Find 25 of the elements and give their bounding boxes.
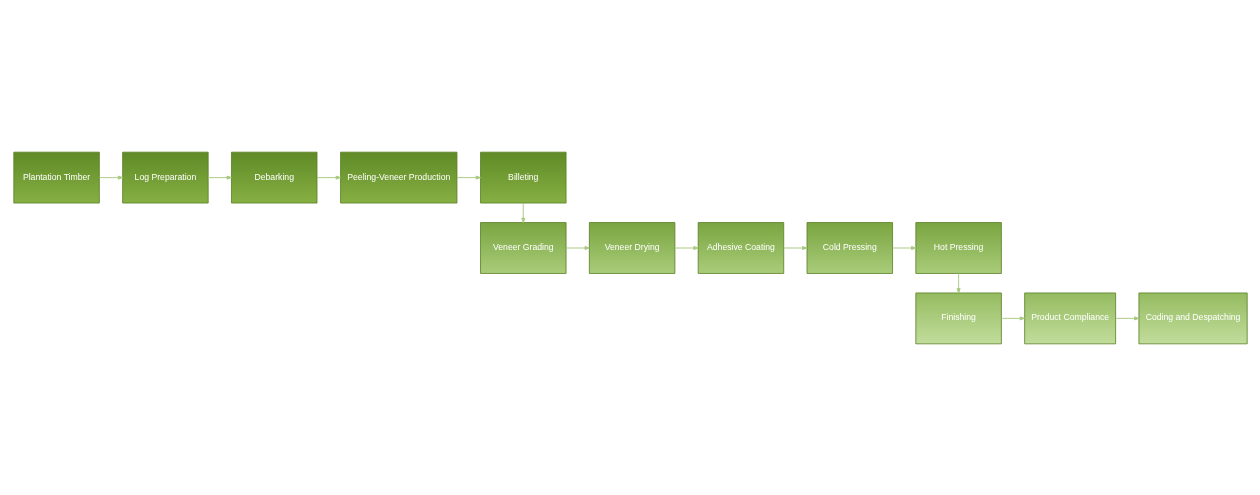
node-box: Veneer Grading [479,221,566,274]
node-box: Coding and Despatching [1138,292,1248,344]
node-box: Billeting [479,151,566,203]
arrow [207,175,232,180]
arrow [674,245,699,250]
node-box: Debarking [230,151,317,203]
node-box: Hot Pressing [914,221,1002,274]
arrow [456,175,481,180]
arrow [782,245,807,250]
node-box: Peeling-Veneer Production [339,151,457,203]
node-box: Product Compliance [1023,292,1116,344]
node-box: Adhesive Coating [697,221,784,274]
arrow [316,175,341,180]
arrow [565,245,590,250]
node-box: Log Preparation [121,151,209,203]
arrow [1000,315,1025,320]
node-box: Cold Pressing [806,221,893,274]
node-box: Plantation Timber [12,151,100,203]
arrow [956,272,961,293]
arrow [891,245,916,250]
arrow [98,175,123,180]
arrow [520,202,525,223]
node-box: Finishing [914,292,1002,344]
node-box: Veneer Drying [588,221,675,274]
arrow [1114,315,1139,320]
